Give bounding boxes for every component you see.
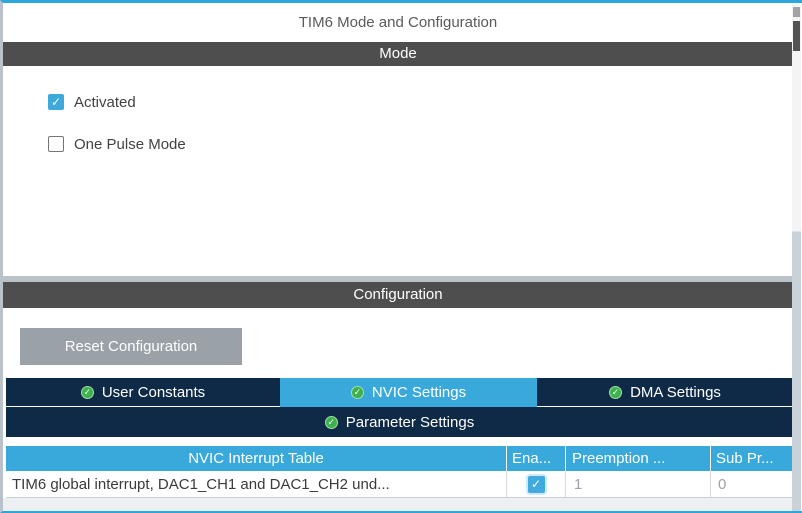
tabs-row-1: User Constants NVIC Settings DMA Setting… bbox=[6, 378, 793, 407]
mode-section-header: Mode bbox=[3, 42, 793, 66]
activated-checkbox[interactable] bbox=[48, 94, 64, 110]
one-pulse-checkbox-label: One Pulse Mode bbox=[74, 135, 186, 153]
tab-parameter-settings[interactable]: Parameter Settings bbox=[6, 407, 793, 437]
tab-dma-settings[interactable]: DMA Settings bbox=[537, 378, 793, 407]
reset-configuration-button[interactable]: Reset Configuration bbox=[20, 328, 242, 365]
tab-nvic-settings[interactable]: NVIC Settings bbox=[280, 378, 537, 407]
panel-content: TIM6 Mode and Configuration Mode Activat… bbox=[3, 3, 793, 511]
column-header-preemption[interactable]: Preemption ... bbox=[565, 446, 710, 471]
column-header-enabled[interactable]: Ena... bbox=[506, 446, 565, 471]
scrollbar-thumb[interactable] bbox=[793, 21, 800, 51]
tab-label: NVIC Settings bbox=[371, 383, 467, 401]
green-check-icon bbox=[80, 385, 94, 399]
configuration-section: Reset Configuration User Constants NVIC … bbox=[3, 308, 793, 511]
green-check-icon bbox=[609, 385, 623, 399]
configuration-section-header: Configuration bbox=[3, 282, 793, 308]
table-header-row: NVIC Interrupt Table Ena... Preemption .… bbox=[6, 446, 793, 471]
preemption-priority-cell[interactable]: 1 bbox=[565, 471, 710, 497]
tab-label: User Constants bbox=[101, 383, 206, 401]
panel-title: TIM6 Mode and Configuration bbox=[3, 3, 793, 42]
green-check-icon bbox=[324, 415, 338, 429]
interrupt-name-cell: TIM6 global interrupt, DAC1_CH1 and DAC1… bbox=[12, 475, 390, 493]
tab-label: DMA Settings bbox=[630, 383, 721, 401]
table-row[interactable]: TIM6 global interrupt, DAC1_CH1 and DAC1… bbox=[6, 471, 793, 498]
activated-checkbox-row[interactable]: Activated bbox=[48, 93, 793, 111]
column-header-interrupt[interactable]: NVIC Interrupt Table bbox=[188, 450, 324, 467]
column-header-subpriority[interactable]: Sub Pr... bbox=[710, 446, 793, 471]
tab-label: Parameter Settings bbox=[345, 413, 475, 431]
enabled-cell bbox=[506, 471, 565, 497]
section-divider bbox=[3, 276, 793, 282]
one-pulse-mode-checkbox[interactable] bbox=[48, 136, 64, 152]
nvic-interrupt-table: NVIC Interrupt Table Ena... Preemption .… bbox=[6, 446, 793, 498]
interrupt-enabled-checkbox[interactable] bbox=[527, 475, 545, 493]
one-pulse-checkbox-row[interactable]: One Pulse Mode bbox=[48, 135, 793, 153]
settings-tabs: User Constants NVIC Settings DMA Setting… bbox=[6, 378, 793, 437]
scrollbar-segment bbox=[793, 7, 800, 17]
activated-checkbox-label: Activated bbox=[74, 93, 136, 111]
green-check-icon bbox=[350, 385, 364, 399]
mode-section: Activated One Pulse Mode bbox=[3, 66, 793, 276]
sub-priority-cell[interactable]: 0 bbox=[710, 471, 793, 497]
tab-user-constants[interactable]: User Constants bbox=[6, 378, 280, 407]
vertical-scrollbar[interactable] bbox=[792, 3, 801, 511]
table-footer-area bbox=[3, 498, 793, 511]
